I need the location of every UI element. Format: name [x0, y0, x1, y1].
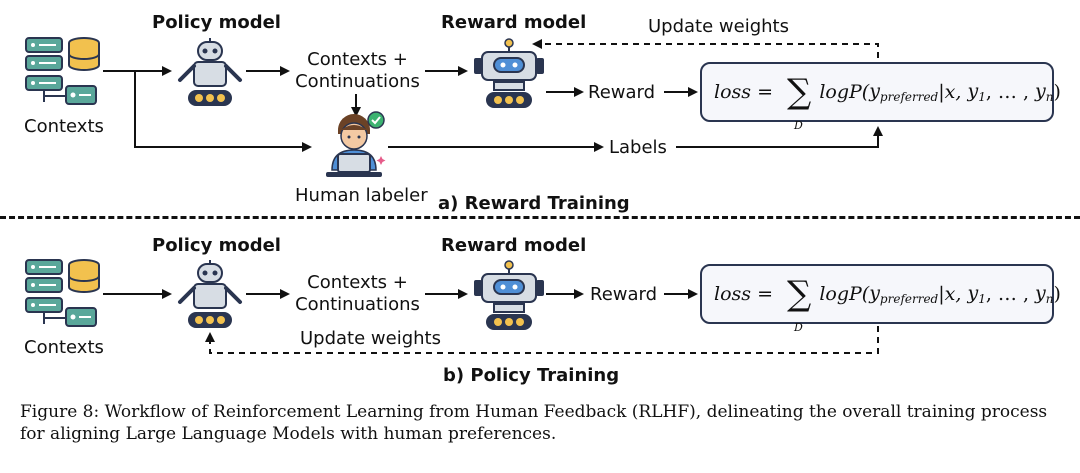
reward-robot-icon — [474, 260, 544, 330]
loss-formula: loss = ∑D logP( ypreferred |x, y1 , … , … — [714, 64, 1061, 132]
yn-letter: y — [1035, 80, 1046, 102]
one-subscript: 1 — [978, 90, 986, 104]
arrow-contexts-to-labeler — [134, 71, 312, 152]
one-subscript: 1 — [978, 292, 986, 306]
panel-title-a: a) Reward Training — [438, 193, 630, 214]
condition-x: |x, — [938, 283, 968, 305]
human-labeler-icon — [326, 111, 386, 177]
yn-letter: y — [1035, 282, 1046, 304]
dataset-subscript: D — [794, 321, 803, 334]
n-subscript: n — [1045, 292, 1054, 306]
server-database-icon — [25, 259, 100, 327]
loss-term: loss — [714, 81, 752, 103]
sigma-glyph: ∑ — [787, 72, 812, 112]
contexts-label-b: Contexts — [24, 337, 104, 358]
y-preferred: ypreferred — [869, 282, 938, 306]
y1-term: y1 — [967, 80, 985, 104]
close-paren: ) — [1053, 81, 1061, 103]
contexts-plus-text: Contexts + — [307, 272, 408, 293]
summation-symbol: ∑D — [787, 72, 812, 132]
contexts-label-a: Contexts — [24, 116, 104, 137]
update-weights-label-b: Update weights — [300, 328, 441, 349]
update-weights-label-a: Update weights — [648, 16, 789, 37]
y1-term: y1 — [967, 282, 985, 306]
arrow-update-weights-a — [532, 39, 879, 58]
logp-term: logP( — [819, 283, 870, 305]
yn-term: yn — [1035, 282, 1053, 306]
n-subscript: n — [1045, 90, 1054, 104]
loss-formula-box-b: loss = ∑D logP( ypreferred |x, y1 , … , … — [700, 264, 1061, 334]
figure-caption: Figure 8: Workflow of Reinforcement Lear… — [20, 402, 1048, 444]
dataset-subscript: D — [794, 119, 803, 132]
human-labeler-label: Human labeler — [295, 185, 428, 206]
contexts-continuations-label-a: Contexts + Continuations — [290, 50, 425, 92]
equals-sign: = — [751, 81, 780, 103]
contexts-continuations-label-b: Contexts + Continuations — [290, 273, 425, 315]
loss-term: loss — [714, 283, 752, 305]
preferred-subscript: preferred — [879, 90, 939, 104]
y1-letter: y — [967, 282, 979, 304]
policy-robot-icon — [178, 38, 242, 106]
y-letter: y — [869, 282, 880, 304]
ellipsis: , … , — [985, 283, 1036, 305]
summation-symbol: ∑D — [787, 274, 812, 334]
loss-formula-box-a: loss = ∑D logP( ypreferred |x, y1 , … , … — [700, 62, 1061, 132]
y1-letter: y — [967, 80, 979, 102]
reward-model-label-a: Reward model — [441, 12, 587, 33]
policy-model-label-b: Policy model — [152, 235, 281, 256]
continuations-text: Continuations — [295, 71, 420, 92]
preferred-subscript: preferred — [879, 292, 939, 306]
server-database-icon — [25, 37, 100, 105]
sigma-glyph: ∑ — [787, 274, 812, 314]
logp-term: logP( — [819, 81, 870, 103]
reward-robot-icon — [474, 38, 544, 108]
arrow-update-weights-b — [205, 326, 879, 354]
equals-sign: = — [751, 283, 780, 305]
reward-model-label-b: Reward model — [441, 235, 587, 256]
reward-label-b: Reward — [590, 284, 658, 305]
contexts-plus-text: Contexts + — [307, 49, 408, 70]
panel-separator — [0, 216, 1080, 219]
yn-term: yn — [1035, 80, 1053, 104]
policy-model-label-a: Policy model — [152, 12, 281, 33]
arrow-labels-to-loss — [676, 126, 883, 148]
ellipsis: , … , — [985, 81, 1036, 103]
reward-label-a: Reward — [588, 82, 656, 103]
continuations-text: Continuations — [295, 294, 420, 315]
condition-x: |x, — [938, 81, 968, 103]
close-paren: ) — [1053, 283, 1061, 305]
labels-label: Labels — [609, 137, 667, 158]
panel-title-b: b) Policy Training — [443, 365, 620, 386]
loss-formula: loss = ∑D logP( ypreferred |x, y1 , … , … — [714, 266, 1061, 334]
policy-robot-icon — [178, 260, 242, 328]
y-preferred: ypreferred — [869, 80, 938, 104]
y-letter: y — [869, 80, 880, 102]
